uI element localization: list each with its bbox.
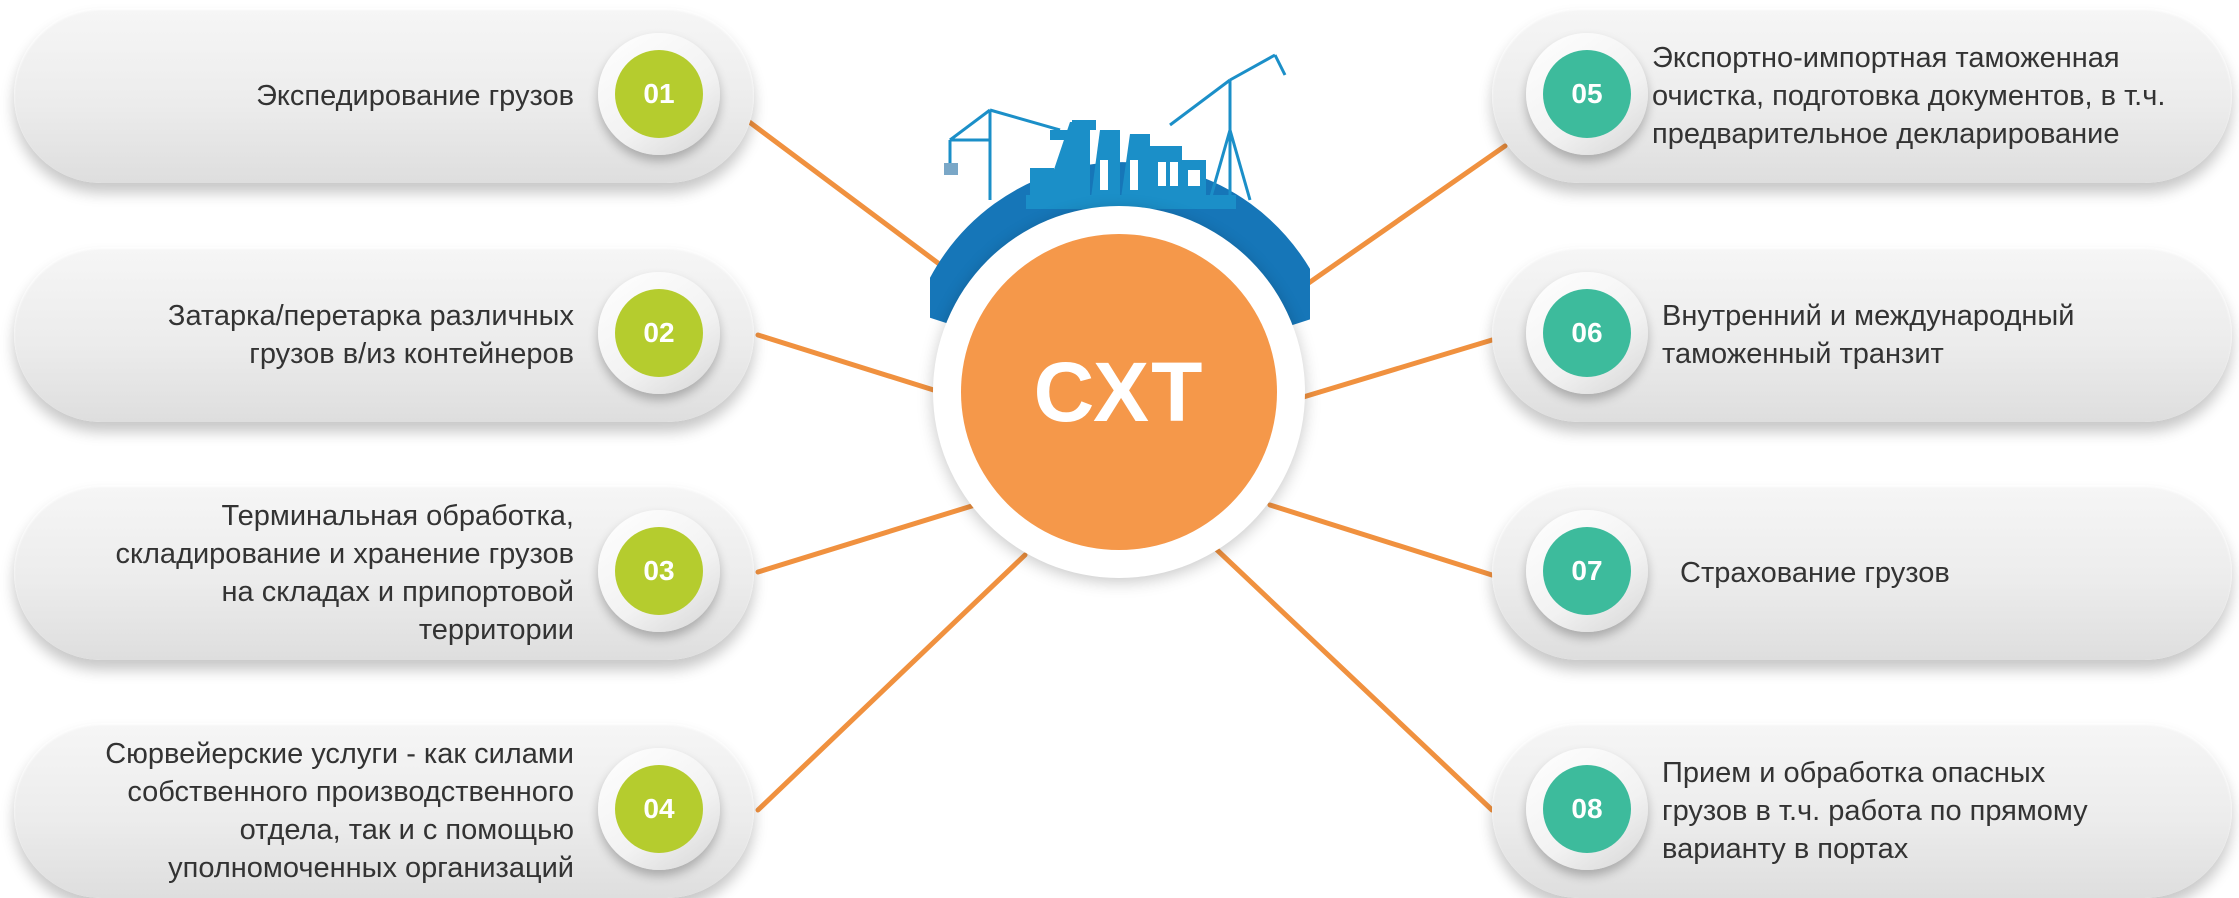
service-text-05: Экспортно-импортная таможенная очистка, … (1652, 41, 2166, 150)
number-badge-05: 05 (1543, 50, 1631, 138)
service-card-05: 05 Экспортно-импортная таможенная очистк… (1492, 8, 2232, 183)
number-badge-ring: 07 (1526, 510, 1648, 632)
hub-ring: СХТ (933, 206, 1305, 578)
hub-label: СХТ (961, 234, 1277, 550)
service-card-08: 08 Прием и обработка опасных грузов в т.… (1492, 723, 2232, 898)
number-badge-02: 02 (615, 289, 703, 377)
blue-arc (930, 162, 1310, 328)
number-badge-ring: 03 (598, 510, 720, 632)
number-badge-01: 01 (615, 50, 703, 138)
port-crane-factory-icon (930, 53, 1310, 328)
connector-05 (1277, 143, 1508, 306)
connector-07 (1267, 502, 1495, 578)
number-badge-03: 03 (615, 527, 703, 615)
number-badge-06: 06 (1543, 289, 1631, 377)
number-badge-08: 08 (1543, 765, 1631, 853)
service-text-04: Сюрвейерские услуги - как силами собстве… (105, 737, 574, 884)
service-text-07: Страхование грузов (1680, 556, 1950, 589)
service-card-01: Экспедирование грузов 01 (14, 8, 754, 183)
service-text-03: Терминальная обработка, складирование и … (115, 499, 575, 646)
service-text-02: Затарка/перетарка различных грузов в/из … (167, 299, 574, 370)
service-card-07: 07 Страхование грузов (1492, 485, 2232, 660)
service-card-06: 06 Внутренний и международный таможенный… (1492, 247, 2232, 422)
connector-06 (1297, 337, 1495, 401)
number-badge-ring: 06 (1526, 272, 1648, 394)
number-badge-04: 04 (615, 765, 703, 853)
service-text-08: Прием и обработка опасных грузов в т.ч. … (1662, 756, 2088, 865)
connector-03 (755, 502, 978, 575)
service-card-04: Сюрвейерские услуги - как силами собстве… (14, 723, 754, 898)
connector-02 (755, 332, 943, 395)
service-card-02: Затарка/перетарка различных грузов в/из … (14, 247, 754, 422)
number-badge-07: 07 (1543, 527, 1631, 615)
number-badge-ring: 04 (598, 748, 720, 870)
number-badge-ring: 08 (1526, 748, 1648, 870)
connector-01 (737, 112, 973, 290)
connector-04 (755, 552, 1028, 813)
service-text-01: Экспедирование грузов (256, 79, 574, 112)
service-card-03: Терминальная обработка, складирование и … (14, 485, 754, 660)
number-badge-ring: 05 (1526, 33, 1648, 155)
service-text-06: Внутренний и международный таможенный тр… (1662, 299, 2075, 370)
number-badge-ring: 02 (598, 272, 720, 394)
number-badge-ring: 01 (598, 33, 720, 155)
connector-08 (1212, 545, 1495, 813)
